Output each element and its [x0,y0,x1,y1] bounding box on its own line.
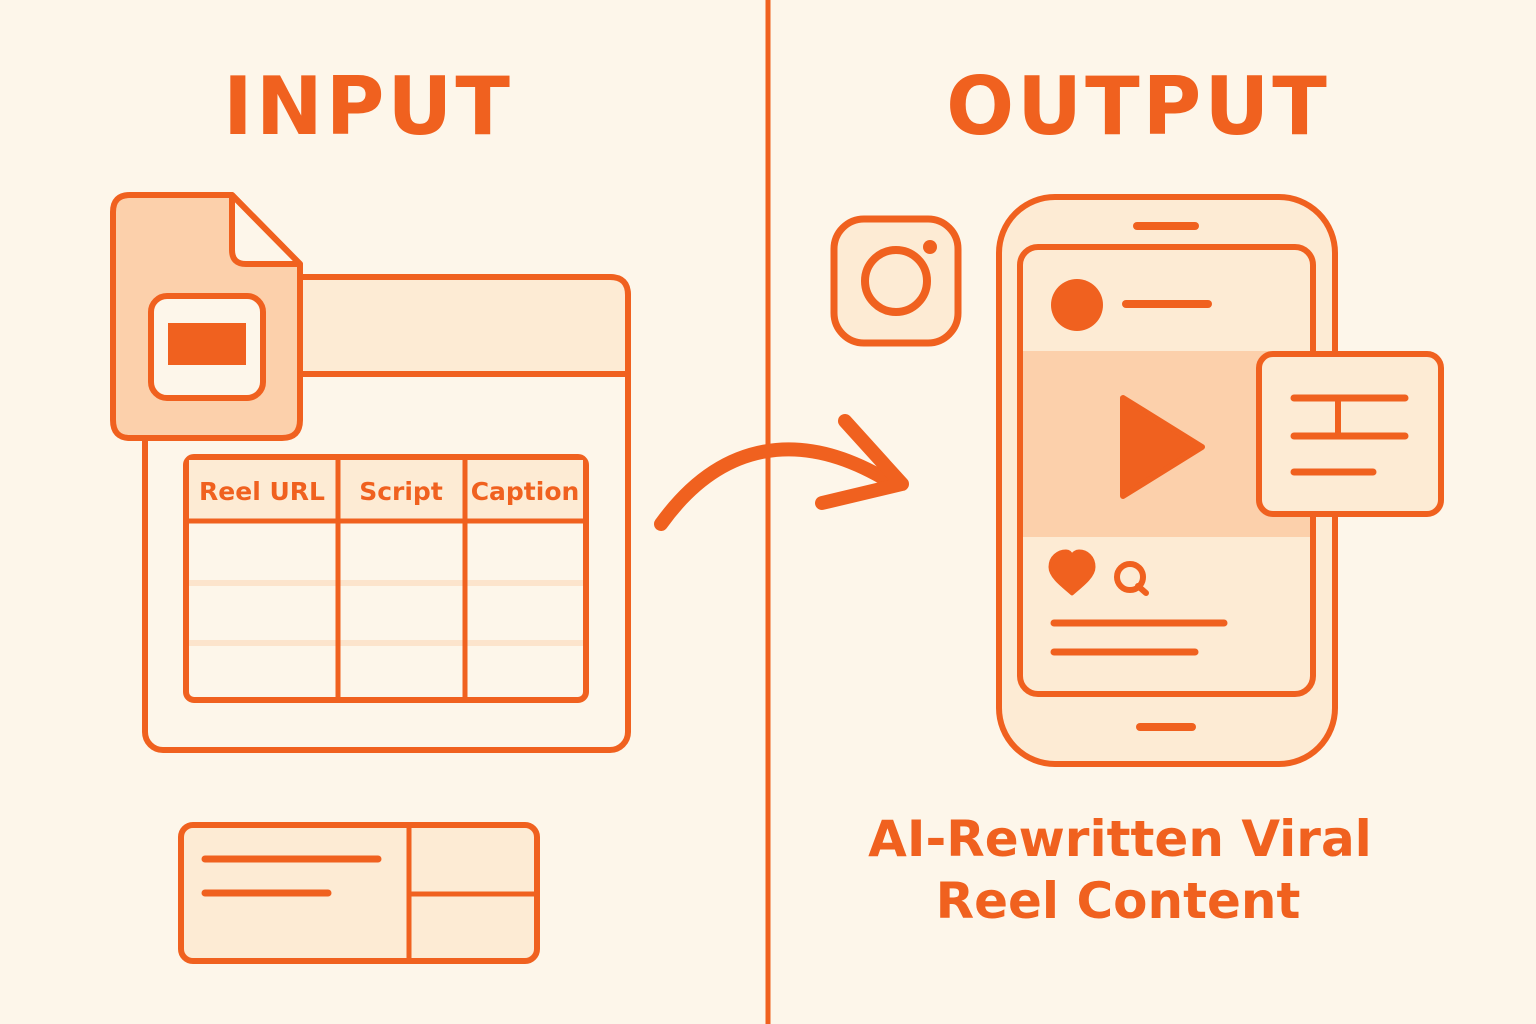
heart-icon [1048,549,1096,596]
avatar [1051,279,1103,331]
sheet-table: Reel URL Script Caption [183,454,589,703]
play-icon [1120,395,1205,499]
output-caption-line-1: AI-Rewritten Viral [868,810,1372,868]
instagram-icon [830,215,962,347]
bottom-card [178,822,540,964]
column-header-caption: Caption [471,477,580,506]
input-heading: INPUT [223,60,513,153]
curved-arrow-icon [654,414,909,531]
comment-icon [1114,561,1149,596]
slides-file-icon [110,192,303,441]
output-caption-line-2: Reel Content [936,872,1301,930]
column-header-script: Script [359,477,443,506]
text-card [1256,351,1444,517]
output-heading: OUTPUT [946,60,1330,153]
column-header-reel-url: Reel URL [199,477,325,506]
